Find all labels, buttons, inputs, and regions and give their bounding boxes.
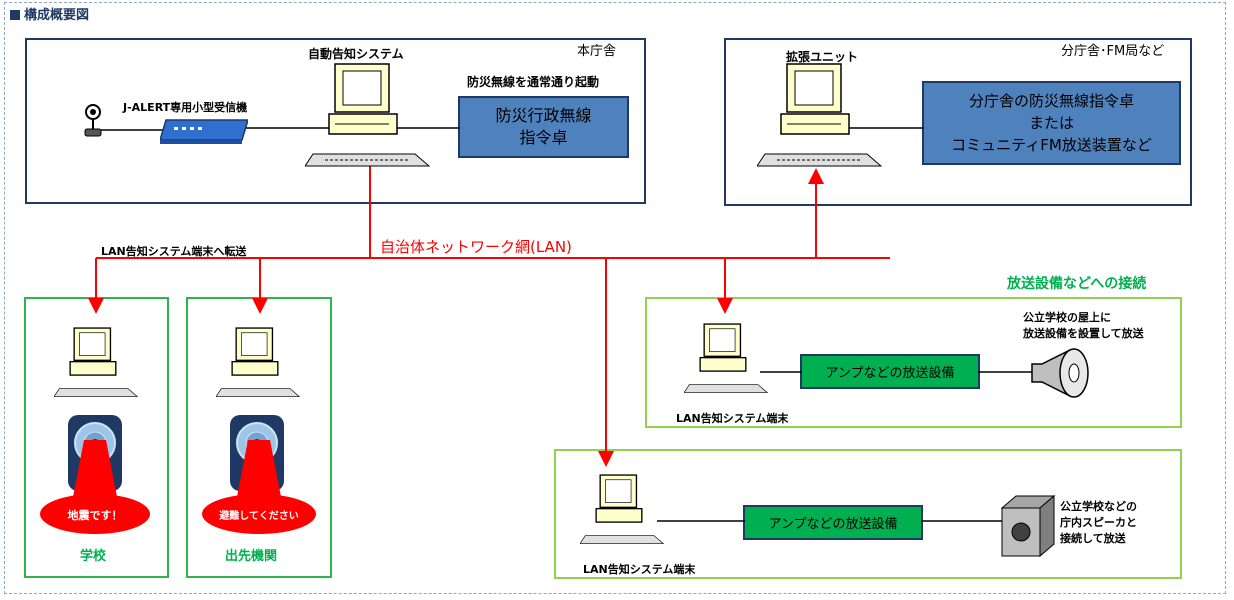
school-title: 学校 <box>80 549 107 564</box>
bubble-branch-text: 避難してください <box>219 511 299 522</box>
heading-text: 構成概要図 <box>24 8 90 23</box>
network-label: 自治体ネットワーク網(LAN) <box>380 238 572 256</box>
amp-equipment-2: アンプなどの放送設備 <box>743 505 923 540</box>
box-speaker-icon <box>1000 494 1056 558</box>
note2-line3: 接続して放送 <box>1060 532 1126 545</box>
computer-icon <box>684 323 768 393</box>
computer-icon <box>580 474 664 544</box>
square-bullet-icon <box>10 10 20 20</box>
terminal-label-2: LAN告知システム端末 <box>583 563 696 576</box>
device-line2: または <box>1028 114 1074 132</box>
console-line1: 防災行政無線 <box>495 106 592 125</box>
note1-line2: 放送設備を設置して放送 <box>1023 327 1144 340</box>
computer-icon <box>216 327 300 397</box>
broadcast-section-title: 放送設備などへの接続 <box>1007 276 1147 292</box>
main-office-title: 本庁舎 <box>577 44 617 59</box>
note2-line1: 公立学校などの <box>1060 500 1137 513</box>
diagram-frame <box>4 2 1226 594</box>
note1-line1: 公立学校の屋上に <box>1023 311 1111 324</box>
auto-start-label: 防災無線を通常通り起動 <box>467 75 600 89</box>
main-office-box <box>25 38 646 204</box>
branch-office-box <box>724 38 1192 206</box>
branch-office-title: 分庁舎･FM局など <box>1061 44 1165 59</box>
antenna-icon <box>84 104 102 137</box>
terminal-label-1: LAN告知システム端末 <box>676 412 789 425</box>
computer-icon <box>757 63 882 167</box>
transfer-label: LAN告知システム端末へ転送 <box>101 245 247 258</box>
horn-speaker-icon <box>1031 348 1089 398</box>
branch-console-device: 分庁舎の防災無線指令卓 または コミュニティFM放送装置など <box>922 81 1181 165</box>
system-label: 自動告知システム <box>308 47 404 61</box>
device-line3: コミュニティFM放送装置など <box>951 136 1152 154</box>
amp-equipment-1: アンプなどの放送設備 <box>800 354 980 389</box>
extension-unit-label: 拡張ユニット <box>786 50 859 64</box>
receiver-label: J-ALERT専用小型受信機 <box>123 101 248 114</box>
broadcast-box-2 <box>554 449 1182 579</box>
receiver-device-icon <box>160 119 248 144</box>
computer-icon <box>305 63 430 167</box>
console-line2: 指令卓 <box>519 128 568 147</box>
device-line1: 分庁舎の防災無線指令卓 <box>968 92 1134 110</box>
diagram-heading: 構成概要図 <box>10 4 89 23</box>
disaster-radio-console: 防災行政無線 指令卓 <box>458 96 629 158</box>
bubble-school-text: 地震です！ <box>67 509 123 522</box>
computer-icon <box>54 327 138 397</box>
branch-agency-title: 出先機関 <box>225 549 278 564</box>
broadcast-box-1 <box>645 297 1182 428</box>
note2-line2: 庁内スピーカと <box>1060 516 1137 529</box>
alert-bubble-school <box>40 440 150 534</box>
alert-bubble-branch <box>202 440 316 534</box>
